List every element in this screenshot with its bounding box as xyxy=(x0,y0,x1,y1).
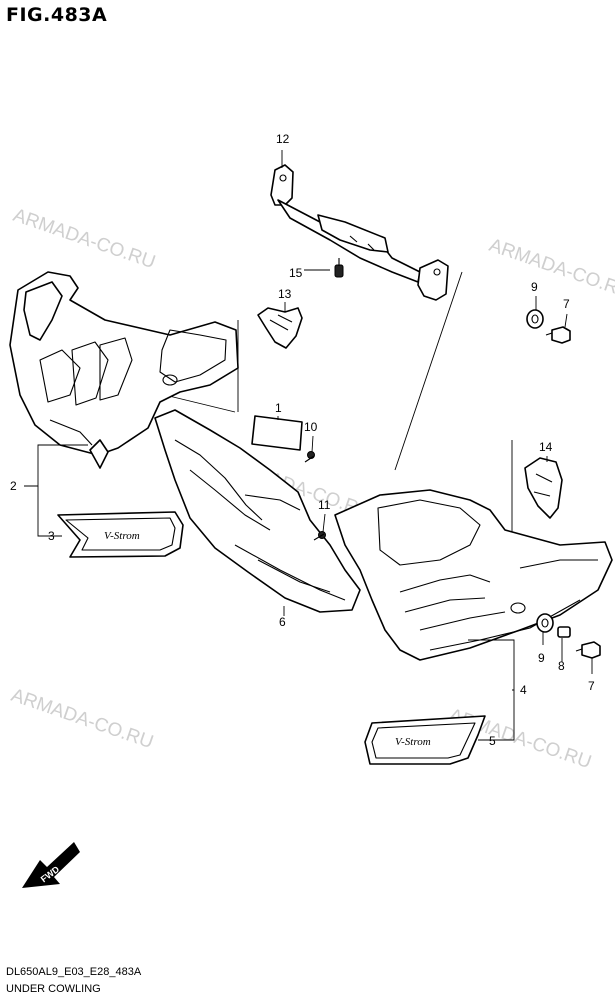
callout-5: 5 xyxy=(489,734,496,748)
callout-15: 15 xyxy=(289,266,303,280)
footer-code: DL650AL9_E03_E28_483A xyxy=(6,966,142,978)
bracket-part-13 xyxy=(257,307,303,349)
callout-8: 8 xyxy=(558,659,565,673)
watermark-4: ARMADA-CO.RU xyxy=(8,685,156,753)
collar-8 xyxy=(557,626,571,638)
emblem-part-3: V-Strom xyxy=(57,511,184,558)
figure-title: FIG.483A xyxy=(6,4,108,26)
leader-lines xyxy=(24,150,593,741)
callout-6: 6 xyxy=(279,615,286,629)
callouts: 12 15 13 1 10 11 2 3 6 14 9 7 4 5 9 8 7 xyxy=(10,132,595,748)
hardware-lower xyxy=(536,613,601,659)
bolt-7a xyxy=(551,326,571,344)
lower-cowling-part-6 xyxy=(154,409,361,613)
callout-9-upper: 9 xyxy=(531,280,538,294)
callout-11: 11 xyxy=(318,498,331,512)
grommet-9a xyxy=(526,309,544,329)
callout-3: 3 xyxy=(48,529,55,543)
bolt-7b xyxy=(581,641,601,659)
callout-1: 1 xyxy=(275,401,282,415)
callout-10: 10 xyxy=(304,420,318,434)
bracket-part-12 xyxy=(270,164,449,301)
watermark-1: ARMADA-CO.RU xyxy=(10,205,158,273)
hardware-upper xyxy=(526,309,571,344)
callout-12: 12 xyxy=(276,132,290,146)
fwd-arrow-icon: FWD xyxy=(22,842,80,888)
emblem-text-5: V-Strom xyxy=(395,736,431,748)
watermark-2: ARMADA-CO.RU xyxy=(486,235,615,303)
callout-14: 14 xyxy=(539,440,553,454)
bolt-part-15 xyxy=(334,258,344,278)
footer-caption: UNDER COWLING xyxy=(6,983,101,995)
emblem-part-5: V-Strom xyxy=(364,715,486,765)
plate-part-1 xyxy=(251,415,303,451)
bracket-part-14 xyxy=(524,457,563,519)
fastener-part-10 xyxy=(304,451,315,463)
fastener-part-11 xyxy=(313,531,326,541)
callout-2: 2 xyxy=(10,479,17,493)
callout-4: 4 xyxy=(520,683,527,697)
callout-9-lower: 9 xyxy=(538,651,545,665)
callout-13: 13 xyxy=(278,287,292,301)
callout-7-upper: 7 xyxy=(563,297,570,311)
grommet-9b xyxy=(536,613,554,633)
left-cowling-part-2 xyxy=(9,271,239,469)
emblem-text-3: V-Strom xyxy=(104,530,140,542)
callout-7-lower: 7 xyxy=(588,679,595,693)
